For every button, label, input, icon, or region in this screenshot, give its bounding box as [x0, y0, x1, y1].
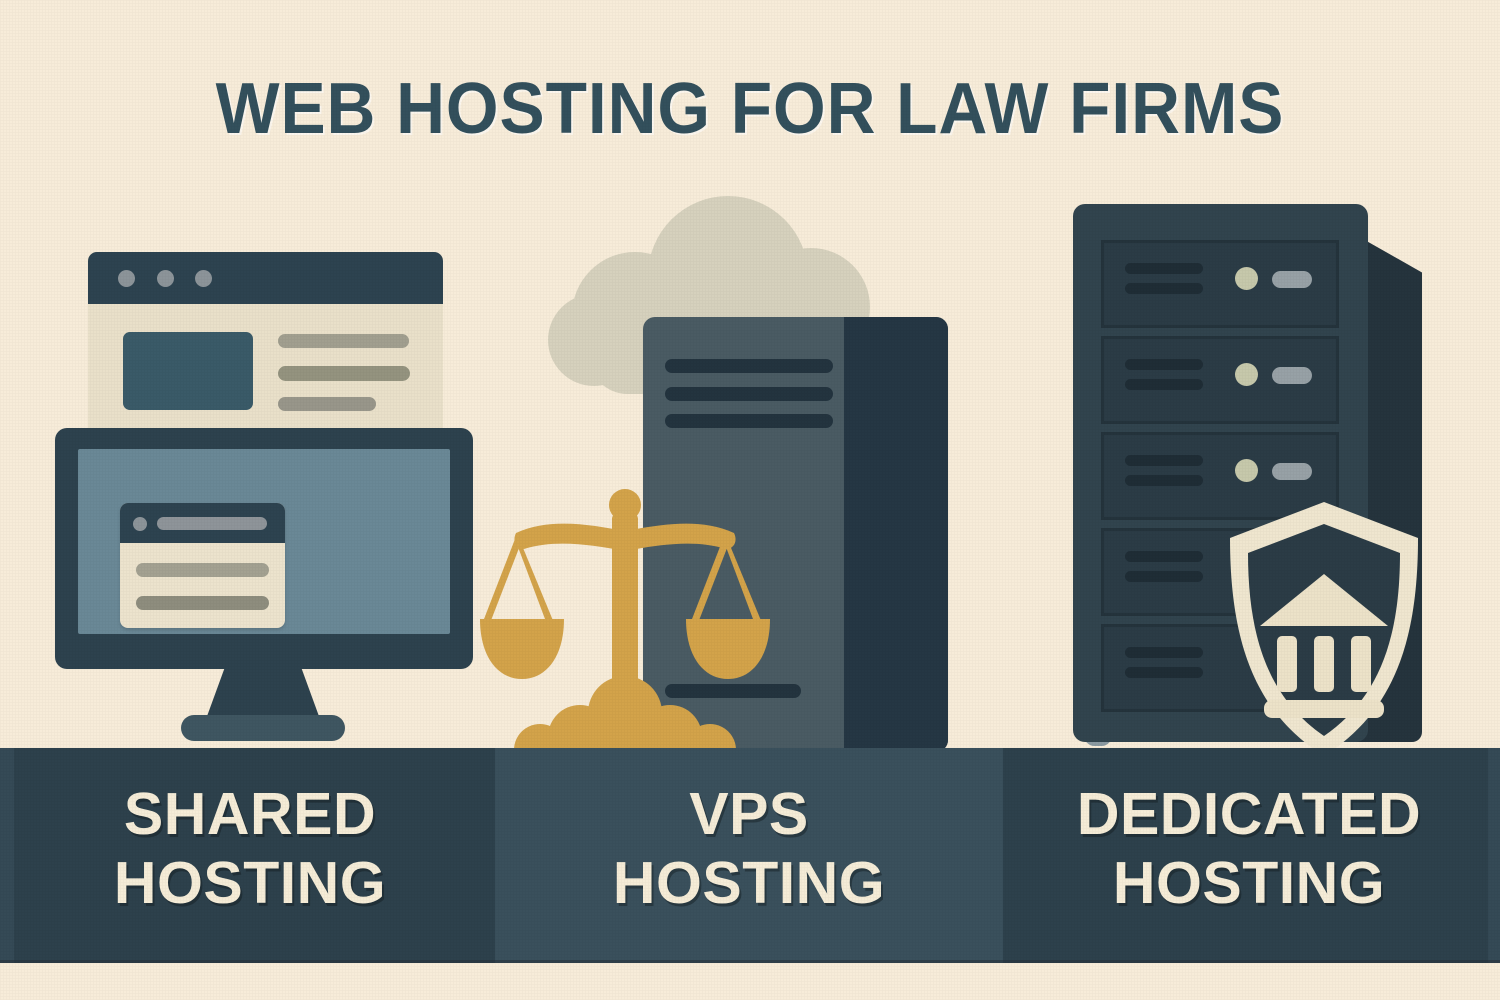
tower-vent-bar — [665, 684, 801, 698]
rack-vent-bar — [1125, 647, 1203, 658]
scales-of-justice-icon — [480, 489, 770, 760]
text-line-placeholder — [278, 334, 409, 348]
window-dot-icon — [157, 270, 174, 287]
text-line-placeholder — [278, 366, 410, 381]
page-title: WEB HOSTING FOR LAW FIRMS — [215, 69, 1285, 149]
rack-vent-bar — [1125, 283, 1203, 294]
footer-band-middle — [495, 748, 1003, 963]
window-dot-icon — [133, 517, 147, 531]
rack-unit — [1101, 240, 1339, 328]
text-line-placeholder — [278, 397, 376, 411]
footer-band-right-edge — [1488, 748, 1500, 963]
panel-label-vps: VPS HOSTING — [495, 780, 1003, 918]
panel-label-dedicated: DEDICATED HOSTING — [1008, 780, 1490, 918]
rack-vent-bar — [1125, 667, 1203, 678]
window-dot-icon — [195, 270, 212, 287]
rack-vent-bar — [1125, 359, 1203, 370]
rack-vent-bar — [1125, 263, 1203, 274]
rack-unit — [1101, 336, 1339, 424]
text-line-placeholder — [136, 596, 269, 610]
rack-vent-bar — [1125, 551, 1203, 562]
rack-vent-bar — [1125, 571, 1203, 582]
footer-divider — [0, 960, 1500, 963]
rack-vent-bar — [1125, 379, 1203, 390]
rack-vent-bar — [1125, 455, 1203, 466]
panel-label-line1: VPS — [689, 781, 809, 847]
tower-vent-bar — [665, 414, 833, 428]
rack-vent-bar — [1125, 475, 1203, 486]
status-led-icon — [1235, 267, 1258, 290]
rack-drive-slot — [1272, 463, 1312, 480]
panel-label-line1: SHARED — [123, 781, 377, 847]
panel-label-line2: HOSTING — [1112, 850, 1386, 917]
image-placeholder — [123, 332, 253, 410]
tower-vent-bar — [665, 359, 833, 373]
panel-label-shared: SHARED HOSTING — [10, 780, 490, 918]
monitor-base — [181, 715, 345, 741]
tower-vent-bar — [665, 387, 833, 401]
monitor-screen — [78, 449, 450, 634]
rack-drive-slot — [1272, 367, 1312, 384]
rack-unit — [1101, 432, 1339, 520]
status-led-icon — [1235, 363, 1258, 386]
address-bar-placeholder — [157, 517, 267, 530]
panel-label-line2: HOSTING — [612, 850, 886, 917]
shield-courthouse-icon — [1230, 502, 1418, 756]
browser-titlebar — [88, 252, 443, 304]
panel-label-line1: DEDICATED — [1076, 781, 1422, 847]
rack-drive-slot — [1272, 271, 1312, 288]
status-led-icon — [1235, 459, 1258, 482]
monitor-neck — [206, 669, 320, 719]
footer-band-left-edge — [0, 748, 14, 963]
panel-label-line2: HOSTING — [113, 850, 387, 917]
browser-card-icon — [120, 503, 285, 628]
window-dot-icon — [118, 270, 135, 287]
text-line-placeholder — [136, 563, 269, 577]
card-titlebar — [120, 503, 285, 543]
tower-side-panel — [844, 317, 1115, 852]
desktop-monitor-icon — [55, 428, 473, 669]
courthouse-glyph — [1260, 574, 1388, 718]
